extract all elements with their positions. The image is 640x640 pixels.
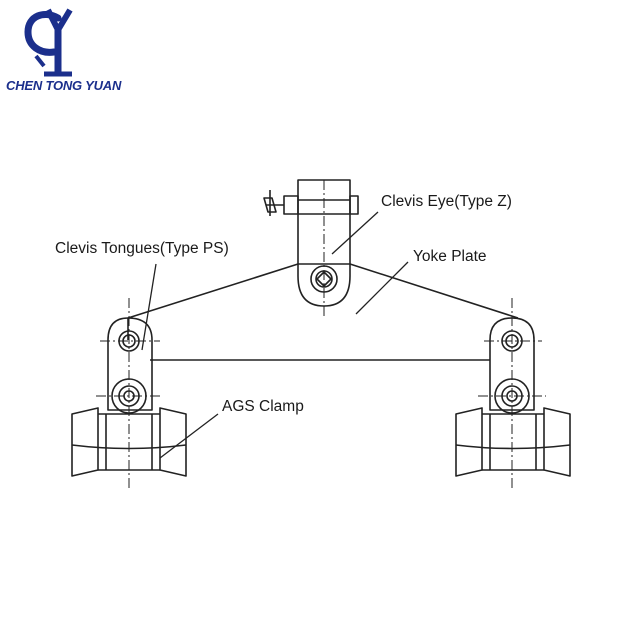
yoke-plate-outline	[127, 263, 519, 319]
brand-name: CHEN TONG YUAN	[6, 78, 122, 93]
label-clevis-tongues: Clevis Tongues(Type PS)	[55, 240, 229, 257]
label-yoke-plate: Yoke Plate	[413, 248, 487, 265]
label-ags-clamp: AGS Clamp	[222, 398, 304, 415]
right-ags-clamp	[455, 378, 571, 477]
right-clevis-tongue	[489, 317, 535, 411]
leader-clevis-tongues	[141, 263, 157, 351]
leader-clevis-eye	[331, 211, 379, 255]
label-clevis-eye: Clevis Eye(Type Z)	[381, 193, 512, 210]
cty-monogram-icon	[24, 8, 73, 77]
leader-ags-clamp	[159, 413, 219, 459]
leader-yoke-plate	[355, 261, 409, 315]
left-clevis-tongue	[107, 317, 153, 411]
